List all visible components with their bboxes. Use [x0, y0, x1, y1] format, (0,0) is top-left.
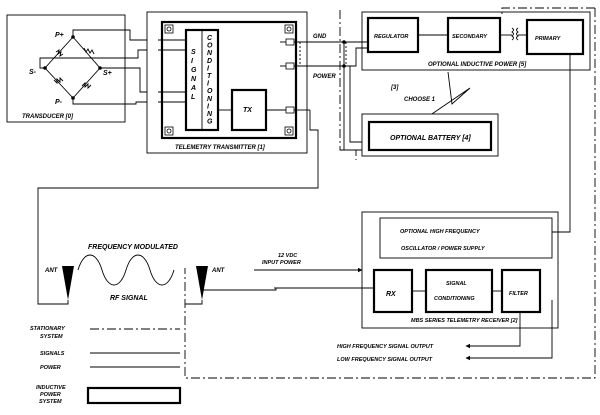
label-p-plus: P+: [55, 32, 64, 39]
lead-s-minus: [39, 57, 118, 69]
label-s-plus: S+: [103, 70, 112, 77]
rx-label: RX: [386, 291, 397, 298]
receiver-block: 12 VDC INPUT POWER OPTIONAL HIGH FREQUEN…: [254, 53, 583, 363]
legend-signals: SIGNALS: [40, 351, 65, 357]
receiver-conditioning-line1: SIGNAL: [446, 281, 467, 287]
inductive-power-block: REGULATOR SECONDARY PRIMARY OPTIONAL IND…: [184, 7, 596, 379]
rx-module: [372, 268, 414, 314]
battery-title: OPTIONAL BATTERY [4]: [390, 135, 471, 142]
frequency-label: FREQUENCY MODULATED: [88, 244, 178, 251]
legend-inductive-line1: INDUCTIVE: [36, 385, 66, 391]
input-power-line2: INPUT POWER: [262, 260, 301, 266]
ant-left-label: ANT: [44, 268, 59, 274]
lead-p-minus: [72, 98, 118, 105]
legend-inductive-box: [86, 386, 182, 405]
choice-number: [3]: [390, 85, 399, 91]
power-label: POWER: [313, 74, 336, 80]
filter-module: [500, 268, 542, 314]
primary-module: [525, 18, 585, 56]
transducer-block: P+ P- S- S+ TRANSDUCER [0]: [6, 14, 126, 123]
rf-signal-label: RF SIGNAL: [110, 295, 148, 302]
rf-wave-icon: [77, 254, 175, 286]
antenna-icon: [196, 266, 208, 300]
choose-arrow-icon: [425, 71, 471, 119]
power-connections: GND POWER: [37, 34, 362, 260]
legend: STATIONARY SYSTEM SIGNALS POWER INDUCTIV…: [30, 326, 182, 405]
resistor-icon: [83, 47, 95, 55]
inductive-title: OPTIONAL INDUCTIVE POWER [5]: [428, 62, 527, 68]
legend-stationary-line1: STATIONARY: [30, 326, 66, 332]
resistor-icon: [81, 81, 92, 90]
receiver-conditioning-line2: CONDITIONING: [434, 296, 475, 302]
secondary-label: SECONDARY: [452, 34, 488, 40]
battery-module: [367, 120, 493, 152]
tx-label: TX: [243, 107, 253, 114]
legend-inductive-line3: SYSTEM: [39, 399, 62, 405]
primary-label: PRIMARY: [535, 36, 562, 42]
high-output-label: HIGH FREQUENCY SIGNAL OUTPUT: [337, 344, 434, 350]
resistor-icon: [55, 48, 64, 58]
oscillator-line1: OPTIONAL HIGH FREQUENCY: [400, 229, 481, 235]
resistor-icon: [53, 76, 64, 85]
lead-p-plus: [72, 29, 118, 37]
regulator-label: REGULATOR: [374, 34, 408, 40]
oscillator-module: [379, 217, 553, 259]
choose-indicator: [3] CHOOSE 1: [390, 71, 471, 119]
input-power-line1: 12 VDC: [278, 253, 298, 259]
low-output-label: LOW FREQUENCY SIGNAL OUTPUT: [337, 357, 433, 363]
filter-label: FILTER: [509, 291, 528, 297]
label-p-minus: P-: [55, 99, 63, 106]
transmitter-title: TELEMETRY TRANSMITTER [1]: [175, 145, 266, 151]
rf-link: FREQUENCY MODULATED RF SIGNAL ANT ANT: [37, 244, 277, 305]
legend-inductive-line2: POWER: [40, 392, 61, 398]
label-s-minus: S-: [29, 69, 37, 76]
transducer-title: TRANSDUCER [0]: [22, 114, 74, 120]
gnd-label: GND: [313, 34, 327, 40]
transducer-box: [6, 14, 126, 123]
choose-label: CHOOSE 1: [404, 97, 436, 103]
mounting-hole-icon: [164, 24, 294, 136]
receiver-title: MBS SERIES TELEMETRY RECEIVER [2]: [411, 318, 518, 324]
oscillator-line2: OSCILLATOR / POWER SUPPLY: [401, 246, 486, 252]
legend-power: POWER: [40, 365, 61, 371]
legend-stationary-line2: SYSTEM: [40, 334, 63, 340]
receiver-conditioning-module: [424, 268, 494, 314]
transmitter-inner-box: [160, 20, 298, 140]
antenna-icon: [62, 266, 74, 300]
battery-block: OPTIONAL BATTERY [4]: [361, 113, 499, 157]
ant-right-label: ANT: [211, 268, 226, 274]
